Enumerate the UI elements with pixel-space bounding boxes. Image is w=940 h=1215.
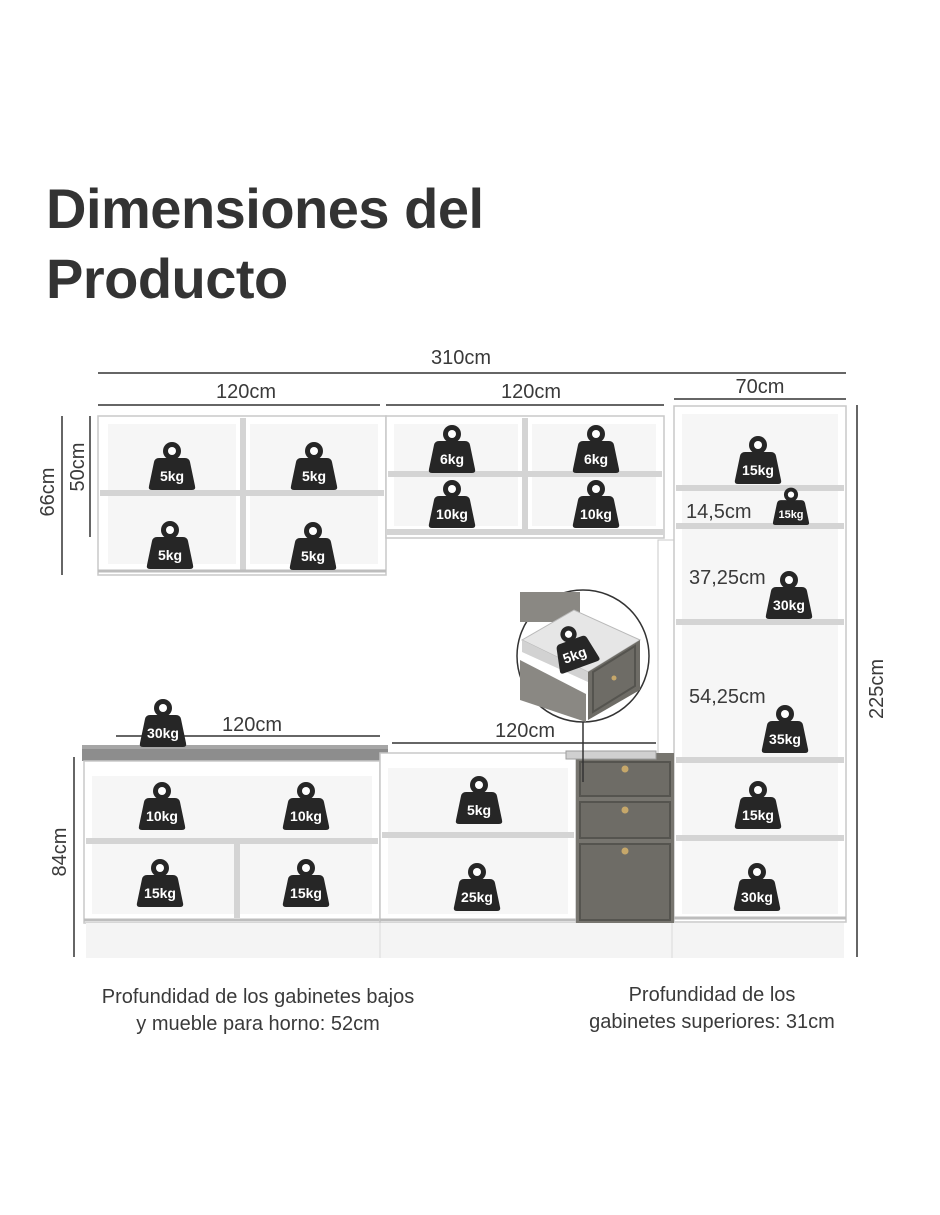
lower-middle-width-label: 120cm: [495, 720, 555, 742]
weight-labels: 5kg 5kg 5kg 5kg 6kg 6kg 10kg 10kg 15kg 1…: [144, 451, 805, 905]
upper-body-height-label: 50cm: [67, 443, 89, 492]
page-title: Dimensiones del Producto: [46, 174, 484, 314]
weight-label: 5kg: [561, 643, 589, 666]
weight-label: 5kg: [302, 468, 326, 484]
weight-label: 15kg: [742, 807, 774, 823]
lower-height-label: 84cm: [49, 828, 71, 877]
weight-label: 30kg: [741, 889, 773, 905]
tall-height-label: 225cm: [866, 659, 888, 719]
upper-depth-note: Profundidad de los gabinetes superiores:…: [556, 982, 868, 1036]
weight-label: 15kg: [742, 462, 774, 478]
lower-depth-note: Profundidad de los gabinetes bajos y mue…: [60, 984, 456, 1038]
upper-left-cabinet: [97, 415, 387, 576]
weight-label: 15kg: [290, 885, 322, 901]
weight-label: 5kg: [467, 802, 491, 818]
weight-label: 6kg: [584, 451, 608, 467]
lower-depth-line-2: y mueble para horno: 52cm: [136, 1013, 380, 1035]
title-line-2: Producto: [46, 247, 288, 310]
weight-label: 10kg: [580, 506, 612, 522]
upper-total-height-label: 66cm: [37, 468, 59, 517]
weight-label: 10kg: [146, 808, 178, 824]
weight-label: 15kg: [144, 885, 176, 901]
weight-label: 35kg: [769, 731, 801, 747]
weight-label: 30kg: [773, 597, 805, 613]
upper-left-width-label: 120cm: [216, 381, 276, 403]
weight-label: 6kg: [440, 451, 464, 467]
drawer-unit: [565, 750, 674, 923]
weight-label: 25kg: [461, 889, 493, 905]
title-line-1: Dimensiones del: [46, 177, 484, 240]
tall-cabinet: [657, 405, 847, 923]
upper-middle-width-label: 120cm: [501, 381, 561, 403]
weight-label: 5kg: [160, 468, 184, 484]
niche-medium-label: 37,25cm: [689, 567, 766, 589]
niche-large-label: 54,25cm: [689, 686, 766, 708]
upper-depth-line-2: gabinetes superiores: 31cm: [589, 1011, 835, 1033]
lower-depth-line-1: Profundidad de los gabinetes bajos: [101, 986, 415, 1008]
weight-label: 30kg: [147, 725, 179, 741]
weight-label: 10kg: [290, 808, 322, 824]
tall-width-label: 70cm: [736, 376, 785, 398]
weight-label: 5kg: [158, 547, 182, 563]
weight-label: 5kg: [301, 548, 325, 564]
countertop: [82, 745, 388, 761]
dimension-labels: 310cm 120cm 120cm 70cm 66cm 50cm 14,5cm …: [37, 347, 888, 876]
plinth: [86, 923, 844, 958]
total-width-label: 310cm: [431, 347, 491, 369]
weight-label: 10kg: [436, 506, 468, 522]
upper-depth-line-1: Profundidad de los: [628, 984, 796, 1006]
niche-small-label: 14,5cm: [686, 501, 752, 523]
upper-middle-cabinet: [385, 415, 665, 539]
weight-label: 15kg: [778, 509, 803, 521]
lower-left-width-label: 120cm: [222, 714, 282, 736]
lower-left-cabinet: [83, 760, 381, 924]
